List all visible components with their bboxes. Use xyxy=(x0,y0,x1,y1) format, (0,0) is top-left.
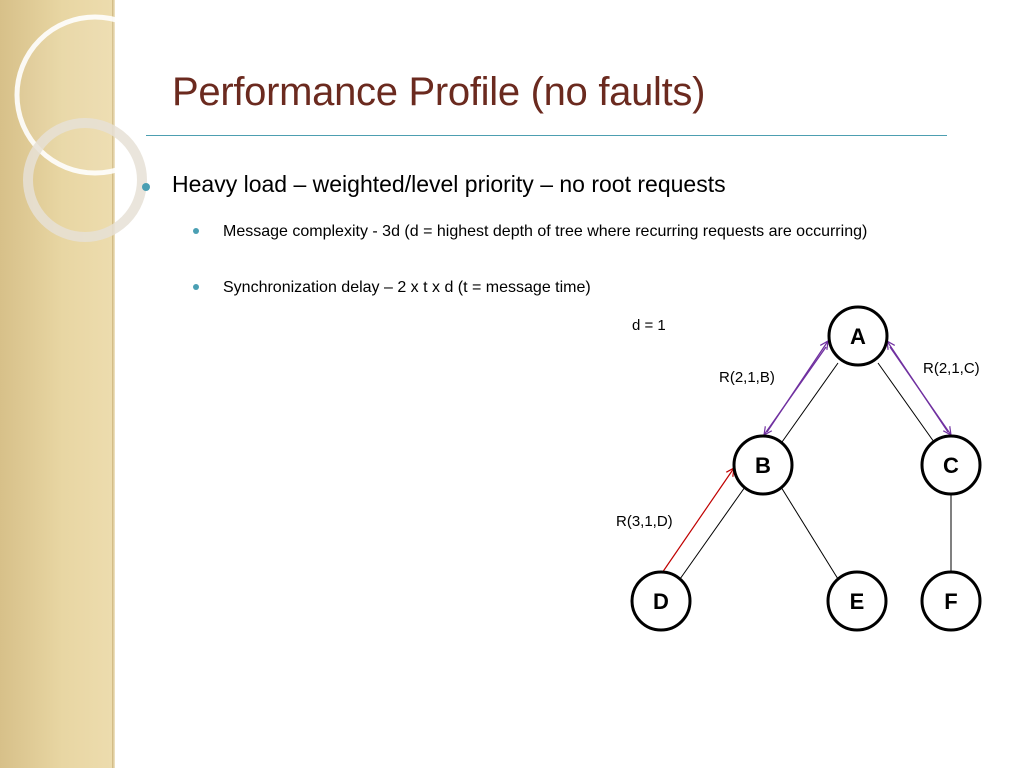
node-d: D xyxy=(630,570,692,632)
edge-b-d xyxy=(679,486,746,580)
sidebar-edge xyxy=(112,0,115,768)
edge-b-e xyxy=(780,486,839,580)
slide-title: Performance Profile (no faults) xyxy=(172,70,706,114)
title-divider xyxy=(146,135,947,136)
bullet-text: Heavy load – weighted/level priority – n… xyxy=(172,171,726,197)
node-label: E xyxy=(850,589,865,614)
edge-a-c xyxy=(877,362,935,443)
decorative-rings xyxy=(14,14,176,242)
request-arrow-a-to-b xyxy=(764,346,827,435)
decorative-ring-small xyxy=(23,118,147,242)
node-f: F xyxy=(920,570,982,632)
request-label-d: R(3,1,D) xyxy=(616,513,673,530)
request-arrow-d-to-b xyxy=(661,468,734,574)
bullet-dot xyxy=(193,284,199,290)
sub-bullet-text: Synchronization delay – 2 x t x d (t = m… xyxy=(223,279,591,296)
edge-a-b xyxy=(781,362,839,443)
node-label: F xyxy=(944,589,957,614)
node-label: D xyxy=(653,589,669,614)
node-e: E xyxy=(826,570,888,632)
node-c: C xyxy=(920,434,982,496)
node-label: C xyxy=(943,453,959,478)
request-label-c: R(2,1,C) xyxy=(923,360,980,377)
node-label: B xyxy=(755,453,771,478)
node-b: B xyxy=(732,434,794,496)
request-label-b: R(2,1,B) xyxy=(719,369,775,386)
request-arrow-a-to-c xyxy=(889,346,951,435)
depth-label: d = 1 xyxy=(632,317,666,334)
bullet-dot xyxy=(193,228,199,234)
bullet-dot xyxy=(142,183,150,191)
node-label: A xyxy=(850,324,866,349)
sub-bullet-text: Message complexity - 3d (d = highest dep… xyxy=(223,223,868,240)
node-a: A xyxy=(827,305,889,367)
